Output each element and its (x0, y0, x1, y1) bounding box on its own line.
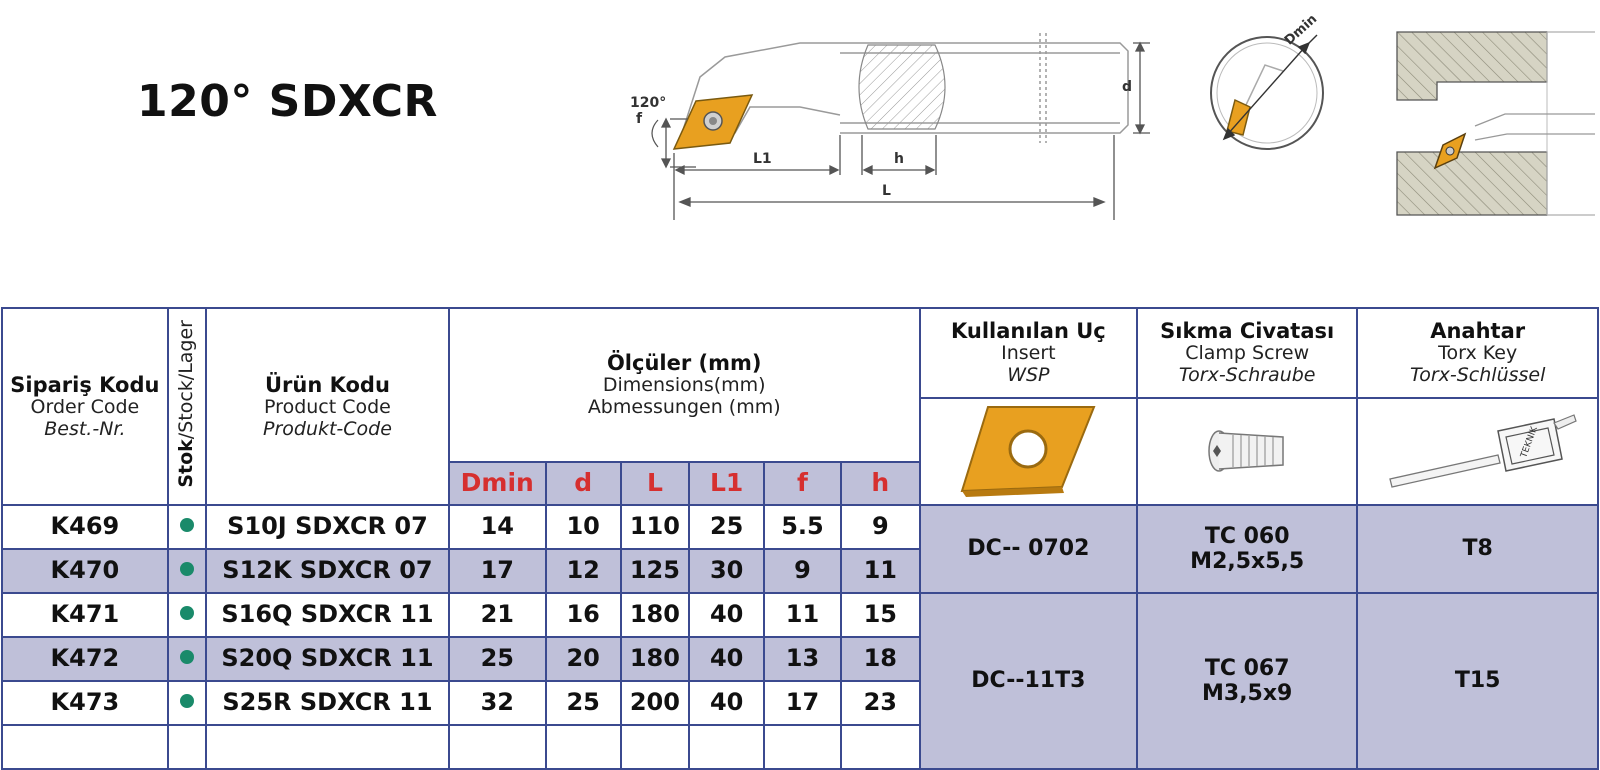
section-view-drawing (1396, 31, 1595, 216)
header-torx-key: Anahtar Torx Key Torx-Schlüssel (1356, 307, 1599, 399)
insert-group-cell: DC-- 0702 (918, 504, 1139, 594)
dim-cell: 30 (688, 548, 766, 594)
dim-cell: 18 (839, 636, 921, 682)
stock-cell (166, 680, 208, 726)
stock-cell (166, 592, 208, 638)
spec-table: Sipariş Kodu Order Code Best.-Nr. Stok/S… (1, 307, 1599, 770)
stock-cell (166, 548, 208, 594)
torx-key-image: TEKNIK (1388, 414, 1577, 489)
header-stock: Stok/Stock/Lager (166, 307, 208, 506)
dim-cell: 5.5 (763, 504, 842, 550)
product-code-cell: S10J SDXCR 07 (205, 504, 450, 550)
order-code-cell: K472 (1, 636, 169, 682)
stock-dot (179, 649, 194, 664)
header-insert: Kullanılan Uç Insert WSP (918, 307, 1139, 399)
header-order-code: Sipariş Kodu Order Code Best.-Nr. (1, 307, 169, 506)
dim-cell: 40 (688, 680, 766, 726)
label-L1: L1 (753, 151, 772, 167)
stock-dot (179, 561, 194, 576)
dim-cell: 12 (544, 548, 622, 594)
label-h: h (894, 151, 904, 167)
dim-cell: 180 (619, 592, 691, 638)
dim-cell: 9 (763, 548, 842, 594)
product-code-cell: S16Q SDXCR 11 (205, 592, 450, 638)
dim-cell: 25 (544, 680, 622, 726)
insert-group-cell: DC--11T3 (918, 592, 1139, 770)
page-title: 120° SDXCR (137, 76, 438, 127)
key-group-cell: T15 (1356, 592, 1599, 770)
dim-col-header: L (619, 461, 691, 506)
dim-col-header: d (544, 461, 622, 506)
label-d: d (1122, 79, 1132, 95)
stock-dot (179, 693, 194, 708)
key-group-cell: T8 (1356, 504, 1599, 594)
dim-cell: 16 (544, 592, 622, 638)
insert-image (960, 406, 1096, 498)
dim-cell: 125 (619, 548, 691, 594)
dim-cell: 10 (544, 504, 622, 550)
dim-col-header: L1 (688, 461, 766, 506)
dim-cell: 25 (447, 636, 547, 682)
dim-col-header: Dmin (447, 461, 547, 506)
dimension-subheader: Dmin d L L1 f h (2, 461, 1598, 506)
label-L: L (882, 183, 891, 199)
screw-image (1208, 430, 1284, 473)
dim-cell: 200 (619, 680, 691, 726)
product-code-cell: S20Q SDXCR 11 (205, 636, 450, 682)
product-code-cell: S12K SDXCR 07 (205, 548, 450, 594)
dim-cell: 17 (763, 680, 842, 726)
stock-dot (179, 517, 194, 532)
stock-cell (166, 504, 208, 550)
dim-cell: 14 (447, 504, 547, 550)
table-row: K471 S16Q SDXCR 11 21 16 180 40 11 15 DC… (1, 592, 1599, 770)
torx-key-image-cell: TEKNIK (1356, 397, 1599, 506)
dim-cell: 11 (839, 548, 921, 594)
header-clamp-screw: Sıkma Civatası Clamp Screw Torx-Schraube (1136, 307, 1359, 399)
tool-dimension-drawing: f 120° L1 h L d (630, 33, 1150, 220)
bore-diameter-drawing: Dmin (1210, 15, 1324, 150)
dim-cell: 11 (763, 592, 842, 638)
dim-cell: 13 (763, 636, 842, 682)
dim-cell: 9 (839, 504, 921, 550)
dim-cell: 110 (619, 504, 691, 550)
order-code-cell: K473 (1, 680, 169, 726)
header-product-code: Ürün Kodu Product Code Produkt-Code (205, 307, 450, 506)
dim-cell: 40 (688, 636, 766, 682)
dim-cell: 25 (688, 504, 766, 550)
dim-cell: 32 (447, 680, 547, 726)
product-code-cell: S25R SDXCR 11 (205, 680, 450, 726)
screw-group-cell: TC 060 M2,5x5,5 (1136, 504, 1359, 594)
screw-group-cell: TC 067 M3,5x9 (1136, 592, 1359, 770)
order-code-cell: K470 (1, 548, 169, 594)
stock-dot (179, 605, 194, 620)
table-row: K469 S10J SDXCR 07 14 10 110 25 5.5 9 DC… (1, 504, 1599, 594)
insert-image-cell (918, 397, 1139, 506)
dim-cell: 21 (447, 592, 547, 638)
header-dimensions: Ölçüler (mm) Dimensions(mm) Abmessungen … (447, 307, 921, 463)
label-angle: 120° (630, 95, 666, 111)
dim-cell: 17 (447, 548, 547, 594)
dim-col-header: f (763, 461, 842, 506)
dim-cell: 15 (839, 592, 921, 638)
dim-cell: 40 (688, 592, 766, 638)
dim-cell: 180 (619, 636, 691, 682)
label-dmin: Dmin (1282, 15, 1320, 48)
stock-cell (166, 636, 208, 682)
order-code-cell: K471 (1, 592, 169, 638)
dim-cell: 23 (839, 680, 921, 726)
dim-cell: 20 (544, 636, 622, 682)
dim-col-header: h (839, 461, 921, 506)
screw-image-cell (1136, 397, 1359, 506)
label-f: f (636, 111, 643, 127)
table-row: K473 S25R SDXCR 11 32 25 200 40 17 23 (1, 680, 1598, 726)
order-code-cell: K469 (1, 504, 169, 550)
